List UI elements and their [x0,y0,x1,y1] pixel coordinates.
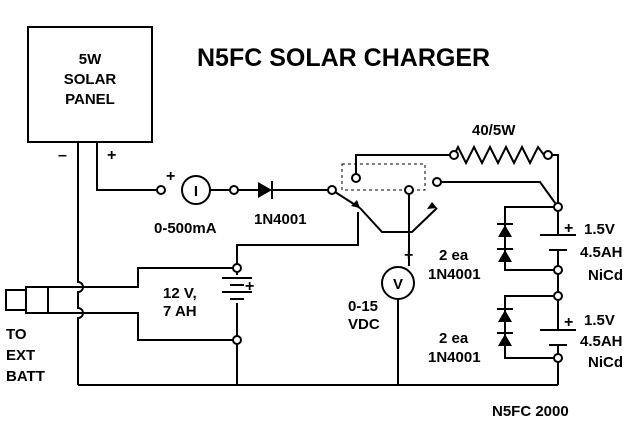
series-diode: 1N4001 [254,181,307,228]
ext-batt-line-2: EXT [6,347,35,364]
nicd-2-line-1: 1.5V [584,312,615,329]
diode-pair-1-line-2: 1N4001 [428,266,481,283]
nicd-2-line-3: NiCd [588,354,623,371]
ammeter-plus-sign: + [166,168,175,185]
wiring [56,142,559,386]
terminals [156,150,563,363]
diode-pair-2-line-1: 2 ea [439,330,469,347]
solar-minus-sign: – [58,147,67,164]
solar-panel-line-2: SOLAR [64,71,117,88]
solar-panel: 5W SOLAR PANEL – + [27,26,153,164]
resistor-label: 40/5W [472,122,516,139]
solar-panel-line-3: PANEL [65,91,115,108]
dpdt-switch [341,163,437,209]
main-battery: + 12 V, 7 AH [163,277,254,320]
voltmeter-range-line-1: 0-15 [348,298,378,315]
diode-pair-1: 2 ea 1N4001 [428,223,513,283]
nicd-1-line-3: NiCd [588,267,623,284]
main-battery-plus-sign: + [245,278,254,295]
ammeter-range-label: 0-500mA [154,220,217,237]
nicd-cell-2: + 1.5V 4.5AH NiCd [540,312,623,371]
ext-batt-line-1: TO [6,326,27,343]
ext-batt-connector: TO EXT BATT [5,286,56,385]
nicd-2-line-2: 4.5AH [580,333,623,350]
diode-pair-1-line-1: 2 ea [439,247,469,264]
solar-panel-line-1: 5W [79,51,102,68]
nicd-cell-1: + 1.5V 4.5AH NiCd [540,220,623,284]
voltmeter-symbol: V [393,276,403,293]
footer-credit: N5FC 2000 [492,403,569,420]
diode-pair-2: 2 ea 1N4001 [428,308,513,366]
ext-batt-line-3: BATT [6,368,45,385]
solar-plus-sign: + [107,147,116,164]
series-diode-label: 1N4001 [254,211,307,228]
ammeter: I + 0-500mA [154,168,217,237]
diode-pair-2-line-2: 1N4001 [428,349,481,366]
nicd-1-plus-sign: + [564,220,573,237]
ammeter-symbol: I [194,183,198,200]
resistor: 40/5W [453,122,548,166]
main-battery-line-2: 7 AH [163,303,197,320]
voltmeter-plus-sign: + [404,247,413,264]
voltmeter-range-line-2: VDC [348,316,380,333]
nicd-2-plus-sign: + [564,314,573,331]
nicd-1-line-2: 4.5AH [580,244,623,261]
nicd-1-line-1: 1.5V [584,221,615,238]
main-battery-line-1: 12 V, [163,285,197,302]
diagram-title: N5FC SOLAR CHARGER [197,44,490,72]
voltmeter: V + 0-15 VDC [348,247,415,333]
